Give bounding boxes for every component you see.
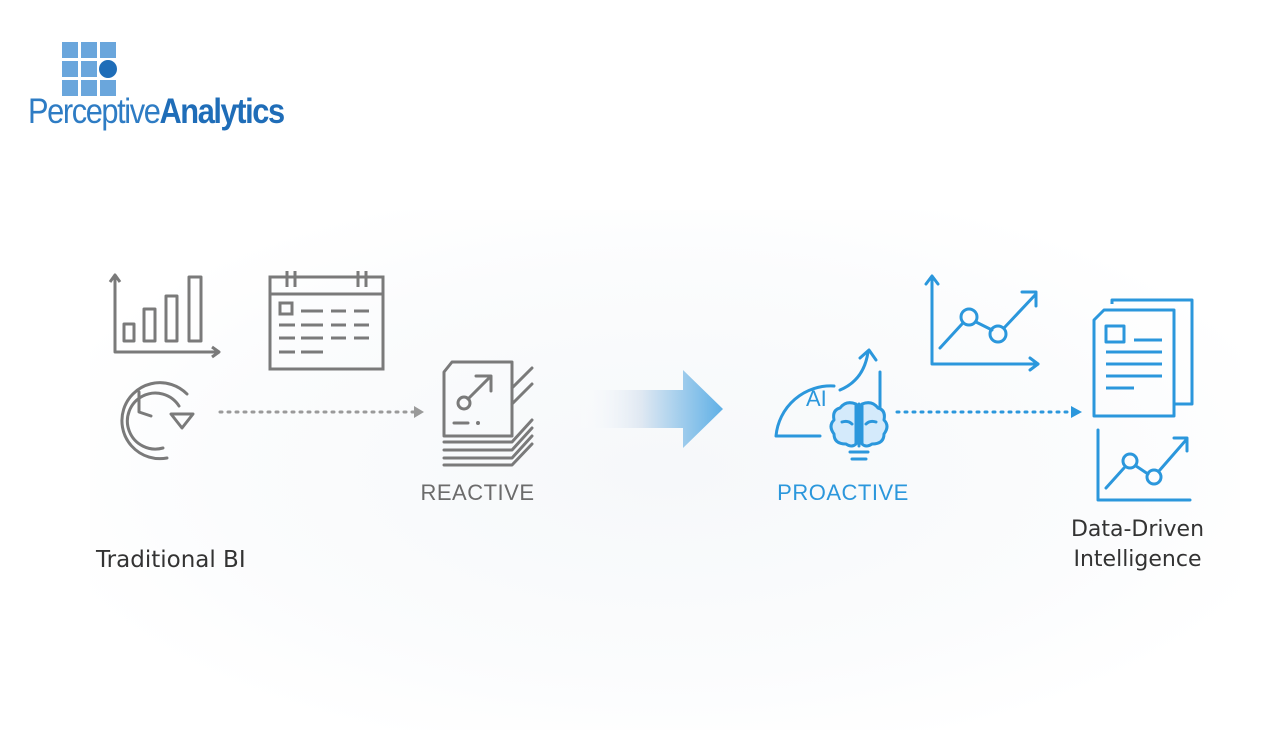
bar-chart-icon (108, 273, 221, 359)
dotted-connector-blue (895, 406, 1082, 418)
logo-wordmark: PerceptiveAnalytics (28, 92, 285, 132)
reactive-label: REACTIVE (420, 480, 535, 505)
line-chart-trend-icon (1096, 428, 1192, 502)
logo-text-bold: Analytics (159, 92, 285, 131)
title-line-1: Data-Driven (1070, 517, 1205, 542)
data-driven-intelligence-title: Data-Driven Intelligence (1050, 515, 1225, 575)
traditional-bi-title: Traditional BI (96, 547, 246, 573)
line-chart-up-icon (924, 274, 1040, 372)
stacked-report-icon (442, 360, 534, 467)
clock-refresh-icon (120, 381, 195, 461)
background-glow (90, 210, 1240, 730)
gradient-arrow-right-icon (575, 370, 723, 448)
title-line-2: Intelligence (1073, 547, 1202, 572)
ai-brain-icon: AI (774, 348, 889, 461)
ai-text: AI (806, 386, 827, 411)
proactive-label: PROACTIVE (777, 480, 909, 505)
logo-text-light: Perceptive (28, 92, 161, 131)
documents-icon (1092, 298, 1194, 418)
logo-grid-icon (62, 42, 117, 96)
dotted-connector-gray (218, 406, 424, 418)
calendar-icon (268, 271, 385, 371)
